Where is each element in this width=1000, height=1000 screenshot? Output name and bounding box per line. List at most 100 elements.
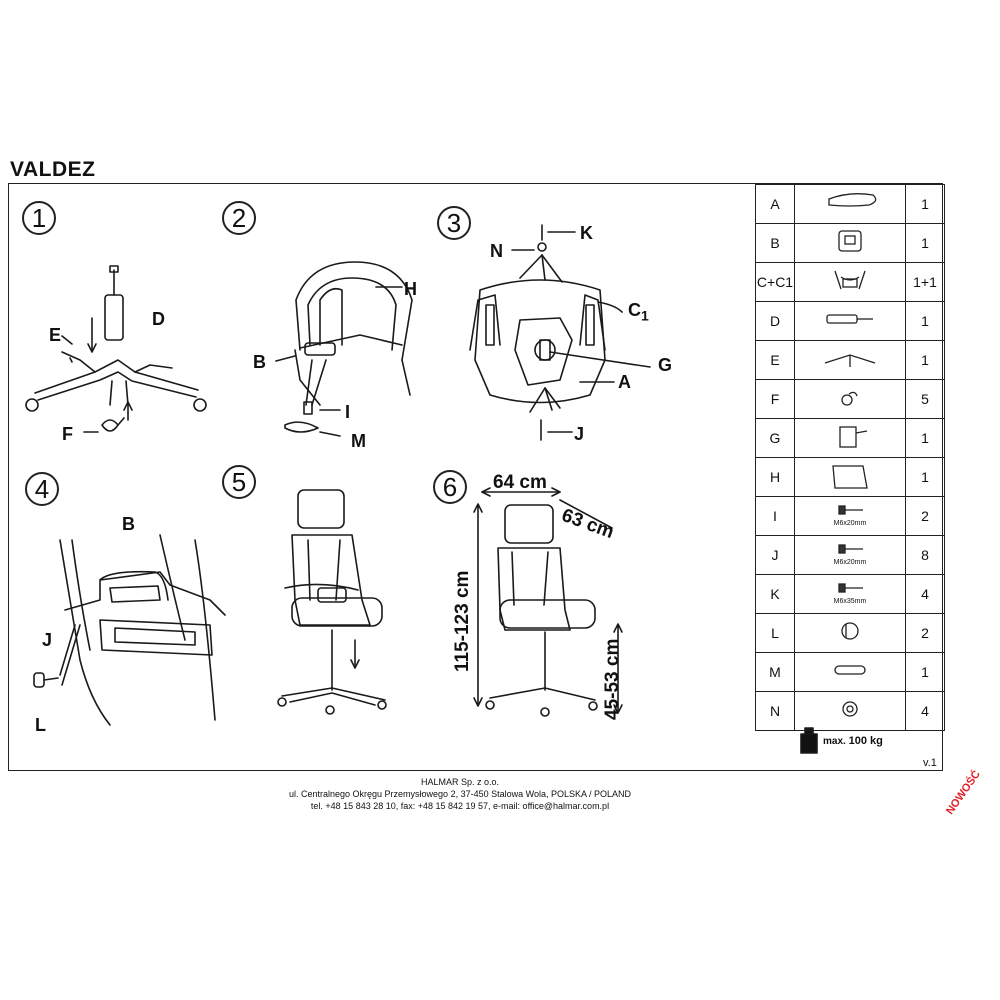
step3-illustration — [469, 224, 651, 441]
footer-company: HALMAR Sp. z o.o. — [420, 777, 500, 787]
part-code: M — [755, 652, 795, 692]
callout-h: H — [404, 279, 417, 299]
part-quantity: 4 — [905, 691, 945, 731]
base-icon — [824, 354, 876, 367]
step6-illustration — [473, 487, 623, 717]
callout-m: M — [351, 431, 366, 451]
footer-contact: tel. +48 15 843 28 10, fax: +48 15 842 1… — [310, 801, 610, 811]
seat-icon — [828, 193, 877, 207]
part-image — [794, 340, 906, 380]
part-image — [794, 223, 906, 263]
part-code: D — [755, 301, 795, 341]
part-code: F — [755, 379, 795, 419]
screw-icon — [838, 505, 863, 515]
version-label: v.1 — [923, 757, 937, 769]
callout-e: E — [49, 325, 62, 345]
part-spec: M6x20mm — [833, 520, 867, 527]
part-quantity: 2 — [905, 496, 945, 536]
part-code: L — [755, 613, 795, 653]
part-quantity: 1 — [905, 652, 945, 692]
step2-illustration — [275, 261, 413, 437]
callout-d: D — [152, 309, 165, 329]
cover-icon — [834, 665, 866, 675]
step4-illustration — [33, 534, 226, 726]
part-image — [794, 379, 906, 419]
part-image — [794, 262, 906, 302]
part-quantity: 1 — [905, 301, 945, 341]
part-image: M6x20mm — [794, 535, 906, 575]
part-quantity: 1 — [905, 223, 945, 263]
part-image — [794, 652, 906, 692]
max-load-value: 100 kg — [848, 735, 883, 747]
footer-address: ul. Centralnego Okręgu Przemysłowego 2, … — [288, 789, 631, 799]
callout-l-step4: L — [35, 715, 46, 735]
parts-row: K M6x35mm 4 — [755, 574, 945, 614]
callout-f: F — [62, 424, 73, 444]
part-code: N — [755, 691, 795, 731]
callout-g: G — [658, 355, 673, 375]
part-quantity: 1 — [905, 457, 945, 497]
product-title: VALDEZ — [10, 158, 96, 181]
part-quantity: 1 — [905, 418, 945, 458]
step1-illustration — [25, 265, 207, 433]
step5-illustration — [277, 489, 387, 715]
part-image — [794, 613, 906, 653]
part-spec: M6x20mm — [833, 559, 867, 566]
part-quantity: 5 — [905, 379, 945, 419]
dimension-height: 115-123 cm — [452, 570, 473, 672]
parts-row: I M6x20mm 2 — [755, 496, 945, 536]
armrests-icon — [834, 270, 866, 290]
step-number-1: 1 — [22, 201, 56, 235]
part-code: H — [755, 457, 795, 497]
part-quantity: 4 — [905, 574, 945, 614]
screw-icon — [838, 583, 863, 593]
screw-icon — [838, 544, 863, 554]
part-code: K — [755, 574, 795, 614]
mechanism-icon — [839, 426, 868, 448]
part-image — [794, 457, 906, 497]
part-quantity: 1 — [905, 340, 945, 380]
part-image — [794, 184, 906, 224]
cap-icon — [841, 622, 859, 640]
step-number-6: 6 — [433, 470, 467, 504]
part-code: I — [755, 496, 795, 536]
backrest-icon — [832, 465, 868, 489]
max-load-label: max. — [823, 736, 846, 747]
lumbar-support-icon — [838, 230, 862, 252]
callout-i: I — [345, 402, 351, 422]
part-code: E — [755, 340, 795, 380]
dimension-seat-height: 45-53 cm — [602, 638, 623, 720]
part-image — [794, 418, 906, 458]
part-image: M6x35mm — [794, 574, 906, 614]
part-image: M6x20mm — [794, 496, 906, 536]
caster-icon — [841, 391, 858, 406]
part-quantity: 8 — [905, 535, 945, 575]
part-code: G — [755, 418, 795, 458]
step-number-3: 3 — [437, 206, 471, 240]
step-number-2: 2 — [222, 201, 256, 235]
step-number-4: 4 — [25, 472, 59, 506]
callout-a: A — [618, 372, 631, 392]
callout-j-step4: J — [42, 630, 53, 650]
dimension-width: 64 cm — [493, 472, 547, 493]
part-spec: M6x35mm — [833, 598, 867, 605]
step-number-5: 5 — [222, 465, 256, 499]
max-load: max. 100 kg — [823, 735, 883, 747]
part-quantity: 1 — [905, 184, 945, 224]
part-image — [794, 301, 906, 341]
part-code: A — [755, 184, 795, 224]
callout-b-step4: B — [122, 514, 135, 534]
callout-c1: C1 — [628, 300, 649, 324]
